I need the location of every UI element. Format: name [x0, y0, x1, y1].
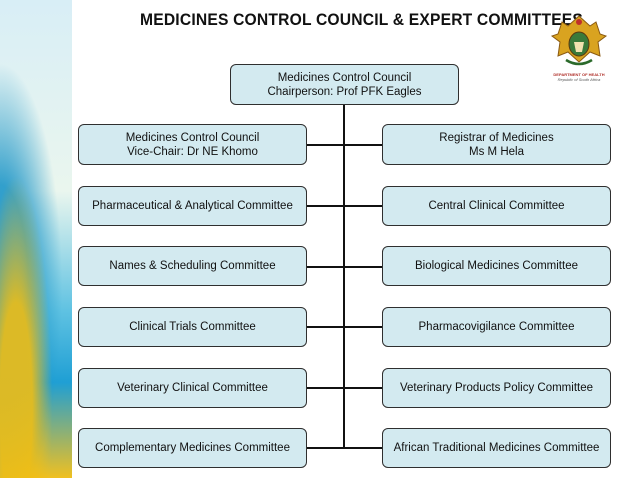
org-node-names-scheduling: Names & Scheduling Committee	[78, 246, 307, 286]
org-node-pharmacovigilance: Pharmacovigilance Committee	[382, 307, 611, 347]
branch-connector-5	[306, 387, 383, 389]
node-title: Medicines Control Council	[277, 71, 412, 84]
branch-connector-4	[306, 326, 383, 328]
node-title: Biological Medicines Committee	[415, 260, 578, 272]
slide-title: MEDICINES CONTROL COUNCIL & EXPERT COMMI…	[140, 10, 584, 29]
org-node-pharmaceutical-analytical: Pharmaceutical & Analytical Committee	[78, 186, 307, 226]
node-title: Registrar of Medicines	[439, 131, 554, 144]
node-title: Pharmacovigilance Committee	[418, 321, 575, 333]
node-subtitle: Chairperson: Prof PFK Eagles	[267, 85, 422, 98]
node-title: Pharmaceutical & Analytical Committee	[92, 200, 293, 212]
node-title: Veterinary Clinical Committee	[117, 382, 268, 394]
branch-connector-1	[306, 144, 383, 146]
org-node-chairperson: Medicines Control Council Chairperson: P…	[230, 64, 459, 105]
branch-connector-3	[306, 266, 383, 268]
node-subtitle: Ms M Hela	[469, 145, 524, 158]
org-node-complementary-medicines: Complementary Medicines Committee	[78, 428, 307, 468]
org-node-african-traditional-medicines: African Traditional Medicines Committee	[382, 428, 611, 468]
branch-connector-2	[306, 205, 383, 207]
node-title: Veterinary Products Policy Committee	[399, 382, 594, 394]
node-title: Names & Scheduling Committee	[109, 260, 276, 272]
logo-caption: DEPARTMENT OF HEALTH Republic of South A…	[548, 72, 610, 82]
coat-of-arms-icon	[550, 15, 608, 66]
node-title: African Traditional Medicines Committee	[393, 442, 600, 454]
org-node-biological-medicines: Biological Medicines Committee	[382, 246, 611, 286]
node-title: Medicines Control Council	[125, 131, 260, 144]
branch-connector-6	[306, 447, 383, 449]
node-title: Central Clinical Committee	[428, 200, 565, 212]
org-node-vice-chair: Medicines Control Council Vice-Chair: Dr…	[78, 124, 307, 165]
org-node-registrar: Registrar of Medicines Ms M Hela	[382, 124, 611, 165]
logo-caption-line1: DEPARTMENT OF HEALTH	[553, 72, 605, 77]
node-title: Clinical Trials Committee	[129, 321, 256, 333]
background-decoration	[0, 0, 80, 478]
node-subtitle: Vice-Chair: Dr NE Khomo	[127, 145, 258, 158]
logo-caption-line2: Republic of South Africa	[557, 77, 601, 82]
org-node-clinical-trials: Clinical Trials Committee	[78, 307, 307, 347]
org-node-central-clinical: Central Clinical Committee	[382, 186, 611, 226]
node-title: Complementary Medicines Committee	[95, 442, 290, 454]
org-node-veterinary-products-policy: Veterinary Products Policy Committee	[382, 368, 611, 408]
org-node-veterinary-clinical: Veterinary Clinical Committee	[78, 368, 307, 408]
trunk-connector	[343, 104, 345, 448]
